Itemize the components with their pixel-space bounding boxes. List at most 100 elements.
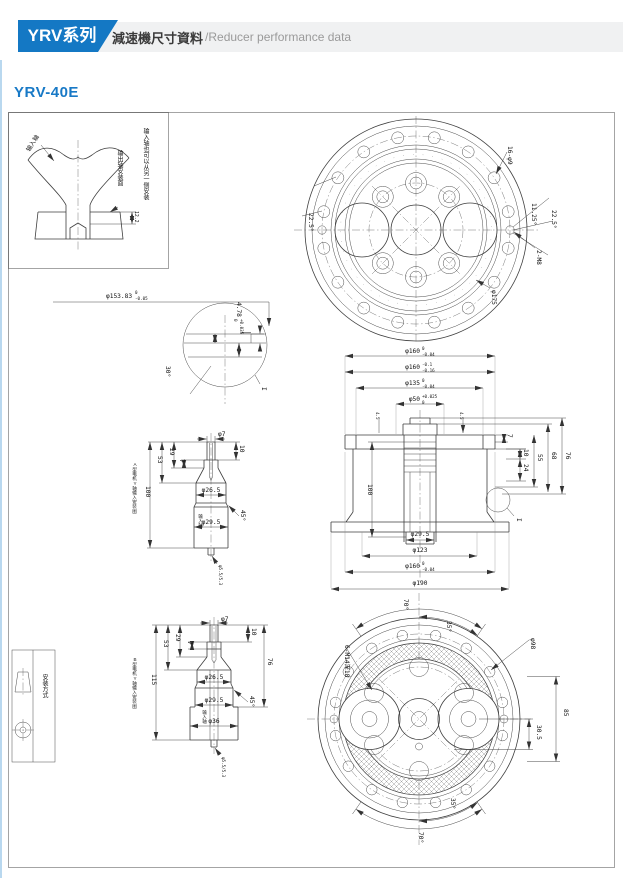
sheet-border [8,112,615,868]
dim-r-35-bottom: 35° [449,798,457,809]
label-output-mount-face: 输出轴安装面 [116,149,123,187]
section-callout-i: I [515,518,522,522]
dim-s-phi160-mid: φ160 [405,364,420,371]
dim-a-phi7: φ7 [218,431,226,438]
dim-phi153-83-tol-up: 0 [135,290,138,295]
dim-s-phi135: φ135 [405,380,420,387]
shaft-view-b: φ7 7 29 53 115 10 76 φ26.5 45° φ29.5 φ36 [132,616,273,778]
shaft-view-a: φ7 7 29 53 100 10 φ26.5 45° φ29.5 输入轴 φ5… [132,431,247,586]
dim-s-phi190: φ190 [413,580,428,587]
dim-b-center-hole: φ5.5/5.3 [221,757,226,778]
label-b-input-shaft: 输入轴 [202,709,208,725]
dim-r-phi98: φ98 [529,638,536,649]
dim-b-10: 10 [250,628,257,636]
dim-s-phi29-5: φ29.5 [411,531,430,538]
crank-holes [338,688,500,750]
dim-4-78-group: 4.78 +0.035 0 [233,302,244,335]
dim-4-78-tol-up: +0.035 [239,319,244,335]
dim-b-29: 29 [174,634,181,642]
dim-s-55: 55 [536,454,543,462]
pictorial-box [8,112,169,269]
dim-b-53: 53 [162,640,169,648]
dim-s-4-5-left: 4.5 [375,412,380,420]
dim-angle-right-22-5: 22.5° [550,210,558,229]
dim-a-53: 53 [156,456,163,464]
dim-angle-left-22-5: 22.5° [307,213,315,232]
dim-12-2: 12.2 [133,211,139,223]
dim-b-115: 115 [150,674,157,685]
socket-screws [372,172,460,288]
dim-a-phi29-5: φ29.5 [202,519,221,526]
dim-s-phi123: φ123 [413,547,428,554]
dim-2-m8: 2-M8 [535,250,542,265]
dim-angle-11-25: 11.25° [530,203,538,225]
dim-4-78: 4.78 [235,302,242,317]
dim-r-30-5: 30.5 [535,725,542,740]
dim-s-phi160-mid-u: -0.1 [422,362,433,367]
dim-b-7: 7 [186,641,193,645]
header-title-en: /Reducer performance data [205,30,352,44]
detail-callout-i: I [260,387,267,391]
header-band: 減速機尺寸資料 /Reducer performance data [96,22,623,52]
model-title: YRV-40E [14,84,79,101]
dim-b-45deg: 45° [248,696,256,707]
dim-b-phi36: φ36 [208,718,219,725]
dim-s-68: 68 [550,452,557,460]
series-badge: YRV系列 [18,20,118,52]
dim-r-35-top: 35° [445,621,453,632]
dim-s-phi50: φ50 [409,396,420,403]
dim-s-phi50-u: +0.025 [422,394,438,399]
caption-shaft-a: A型电机Y轴输入安装图 [132,462,138,515]
section-view: φ160 0 -0.04 φ160 -0.1 -0.16 φ135 0 -0.0… [330,346,571,592]
dim-a-7: 7 [178,459,185,463]
legend-box: 安装方式 [11,649,56,763]
detail-view: φ153.83 0 -0.05 4.78 +0.035 0 30° I [53,290,272,404]
dim-b-phi7: φ7 [221,616,229,623]
dim-s-7: 7 [506,434,513,438]
dim-r-70-top: 70° [402,599,410,610]
dim-s-phi160-top-u: 0 [422,346,425,351]
pin-ring [340,154,492,306]
front-view: 16-φ9 22.5° 11.25° 22.5° 2-M8 φ175 [294,116,558,344]
dim-16-phi9: 16-φ9 [506,146,513,165]
dim-a-phi26-5: φ26.5 [202,487,221,494]
tapped-holes-m14 [364,657,474,781]
dim-s-phi160-top-l: -0.04 [422,352,435,357]
front-bolt-holes [317,131,515,329]
label-alt-install: 输入轴也可以从另一侧安装 [142,127,149,201]
dim-s-phi160-bot-l: -0.04 [422,567,435,572]
dim-s-phi50-l: 0 [422,400,425,405]
dim-s-10: 10 [522,449,529,457]
dim-b-phi26-5: φ26.5 [205,674,224,681]
dim-s-phi135-u: 0 [422,378,425,383]
dim-a-center-hole: φ5.5/5.3 [218,565,223,586]
dim-phi153-83-tol-low: -0.05 [135,296,148,301]
dim-phi153-83: φ153.83 [106,293,132,300]
dim-4-78-tol-low: 0 [233,319,238,322]
label-a-input-shaft: 输入轴 [198,513,204,529]
dim-s-76: 76 [564,452,571,460]
dim-s-phi160-top: φ160 [405,348,420,355]
dim-r-85: 85 [562,709,569,717]
dim-a-100: 100 [144,486,151,497]
dim-r-70-bottom: 70° [417,832,425,843]
dim-s-phi135-l: -0.04 [422,384,435,389]
caption-shaft-b: B型电机Y轴输入安装图 [132,657,138,710]
dim-s-4-5-right: 4.5 [459,412,464,420]
dim-30deg: 30° [164,366,172,377]
dim-s-phi160-bot-u: 0 [422,561,425,566]
dim-a-45deg: 45° [239,510,247,521]
rear-view: 70° 35° φ98 6-M14深18 85 30.5 35° 70° [307,593,569,845]
left-accent-line [0,60,2,878]
dim-s-phi160-bot: φ160 [405,563,420,570]
legend-label: 安装方式 [41,673,48,698]
dim-b-76: 76 [266,658,273,666]
dim-r-6-m14: 6-M14深18 [343,645,351,678]
dim-b-phi29-5: φ29.5 [205,697,224,704]
dim-a-29: 29 [168,448,175,456]
pictorial-view: 输入轴 输出轴安装面 输入轴也可以从另一侧安装 12.2 [24,127,149,252]
drawing-sheet: 输入轴 输出轴安装面 输入轴也可以从另一侧安装 12.2 [8,112,615,868]
dim-s-100: 100 [366,484,373,495]
header-title-zh: 減速機尺寸資料 [112,30,204,46]
